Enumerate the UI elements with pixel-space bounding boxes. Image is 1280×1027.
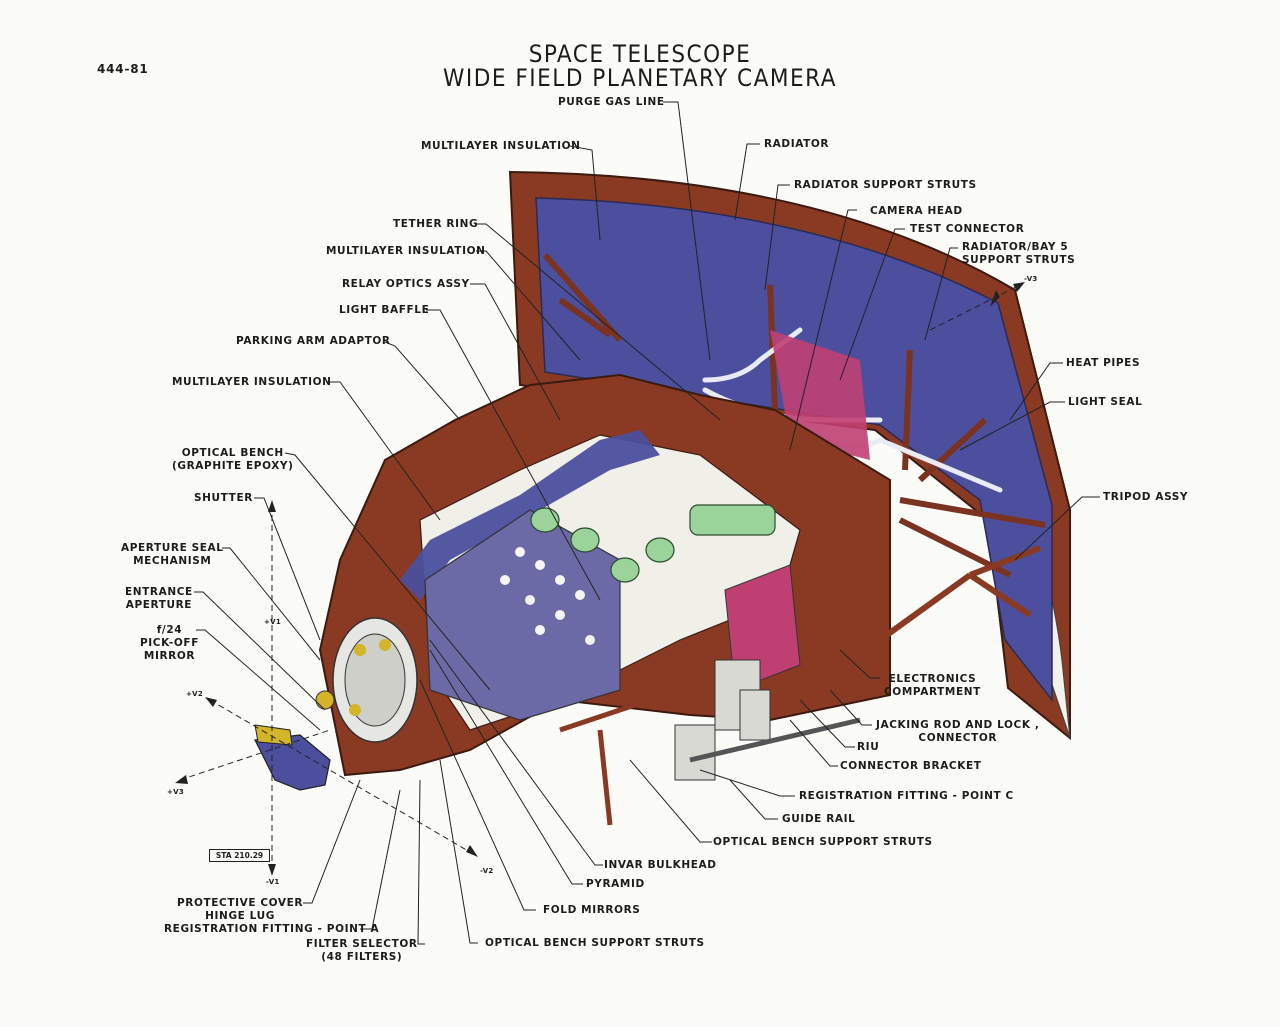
label-optical-bench: OPTICAL BENCH (GRAPHITE EPOXY) <box>172 447 294 472</box>
label-heat-pipes: HEAT PIPES <box>1066 357 1141 369</box>
axis-minus-v3: -V3 <box>1024 275 1038 283</box>
label-jacking-rod: JACKING ROD AND LOCK , CONNECTOR <box>876 719 1040 744</box>
label-multilayer-insulation-left: MULTILAYER INSULATION <box>172 376 332 388</box>
label-electronics-compartment: ELECTRONICS COMPARTMENT <box>884 673 981 698</box>
label-tether-ring: TETHER RING <box>393 218 479 230</box>
label-relay-optics-assy: RELAY OPTICS ASSY <box>342 278 470 290</box>
axis-plus-v3: +V3 <box>167 788 185 796</box>
label-filter-selector: FILTER SELECTOR (48 FILTERS) <box>306 938 418 963</box>
label-invar-bulkhead: INVAR BULKHEAD <box>604 859 717 871</box>
label-protective-cover: PROTECTIVE COVER HINGE LUG <box>177 897 304 922</box>
registration-fittings <box>674 659 771 781</box>
label-shutter: SHUTTER <box>194 492 253 504</box>
pickoff-mirror-gold <box>254 724 293 746</box>
label-light-baffle: LIGHT BAFFLE <box>339 304 430 316</box>
electronics-box <box>724 564 801 691</box>
aperture-assembly <box>315 617 418 743</box>
axis-minus-v2: -V2 <box>480 867 494 875</box>
radiator-panel <box>535 197 1053 703</box>
label-pickoff-mirror: f/24 PICK-OFF MIRROR <box>140 624 199 662</box>
tripod-struts <box>878 545 1042 643</box>
label-fold-mirrors: FOLD MIRRORS <box>543 904 641 916</box>
relay-optics <box>530 504 776 583</box>
guide-rail <box>689 717 861 763</box>
axis-plus-v1: +V1 <box>264 618 282 626</box>
label-riu: RIU <box>857 741 880 753</box>
label-optical-bench-support-struts-right: OPTICAL BENCH SUPPORT STRUTS <box>713 836 933 848</box>
label-aperture-seal-mechanism: APERTURE SEAL MECHANISM <box>121 542 224 567</box>
optical-bench <box>424 509 621 721</box>
bench-support-struts <box>559 697 651 826</box>
label-light-seal: LIGHT SEAL <box>1068 396 1143 408</box>
title-line-2: WIDE FIELD PLANETARY CAMERA <box>443 64 837 92</box>
label-optical-bench-support-struts-bottom: OPTICAL BENCH SUPPORT STRUTS <box>485 937 705 949</box>
label-pyramid: PYRAMID <box>586 878 645 890</box>
label-guide-rail: GUIDE RAIL <box>782 813 856 825</box>
label-test-connector: TEST CONNECTOR <box>910 223 1025 235</box>
label-purge-gas-line: PURGE GAS LINE <box>558 96 665 108</box>
pickoff-arm <box>254 734 331 791</box>
doc-number: 444-81 <box>97 62 149 76</box>
label-multilayer-insulation-mid: MULTILAYER INSULATION <box>326 245 486 257</box>
label-parking-arm-adaptor: PARKING ARM ADAPTOR <box>236 335 391 347</box>
title-line-1: SPACE TELESCOPE <box>528 40 752 68</box>
axis-lines <box>179 284 1021 870</box>
label-multilayer-insulation-top: MULTILAYER INSULATION <box>421 140 581 152</box>
label-registration-fitting-c: REGISTRATION FITTING - POINT C <box>799 790 1014 802</box>
leader-lines <box>194 101 1100 945</box>
axis-arrowheads <box>175 282 1025 876</box>
label-connector-bracket: CONNECTOR BRACKET <box>840 760 982 772</box>
axis-plus-v2: +V2 <box>186 690 204 698</box>
sta-box: STA 210.29 <box>209 849 270 862</box>
label-camera-head: CAMERA HEAD <box>870 205 963 217</box>
label-radiator-bay5-support-struts: RADIATOR/BAY 5 SUPPORT STRUTS <box>962 241 1076 266</box>
bench-holes <box>500 547 595 645</box>
label-entrance-aperture: ENTRANCE APERTURE <box>125 586 193 611</box>
axis-minus-v1: -V1 <box>266 878 280 886</box>
label-radiator: RADIATOR <box>764 138 830 150</box>
label-radiator-support-struts: RADIATOR SUPPORT STRUTS <box>794 179 977 191</box>
label-registration-fitting-a: REGISTRATION FITTING - POINT A <box>164 923 380 935</box>
label-tripod-assy: TRIPOD ASSY <box>1103 491 1189 503</box>
